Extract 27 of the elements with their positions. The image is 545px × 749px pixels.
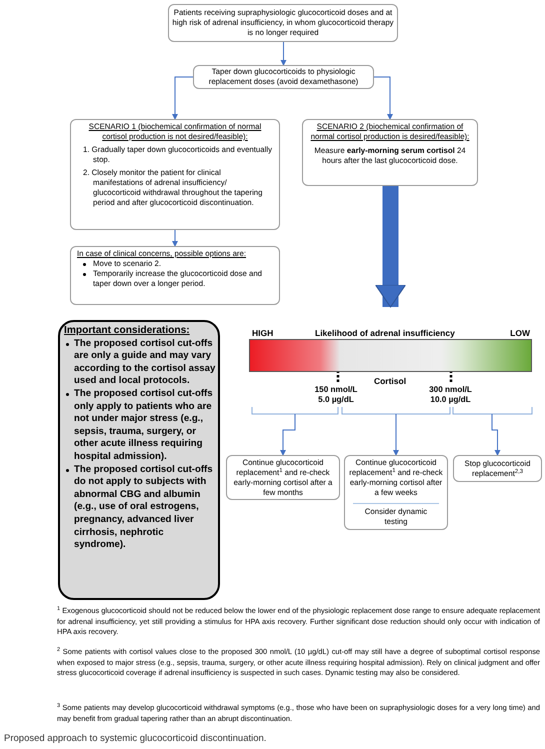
threshold-label: 150 nmol/L 5.0 µg/dL bbox=[314, 385, 358, 405]
scenario-box bbox=[70, 119, 280, 230]
scale-end-label: LOW bbox=[510, 329, 530, 338]
process-box bbox=[453, 455, 542, 482]
options-box bbox=[70, 246, 280, 305]
scale-end-label: HIGH bbox=[252, 329, 274, 338]
axis-label: Cortisol bbox=[372, 377, 408, 386]
arrow bbox=[280, 414, 296, 456]
process-box bbox=[226, 455, 340, 500]
arrow bbox=[172, 76, 194, 120]
arrow bbox=[280, 42, 286, 66]
block-arrow bbox=[375, 186, 406, 308]
scale-title: Likelihood of adrenal insufficiency bbox=[315, 329, 455, 338]
bullet-text: The proposed cortisol cut-offs only apply to patients who are not under major stress (e.g., sepsis, trauma, surgery, or other acute illness requiring hospital admission). bbox=[74, 388, 214, 464]
note-panel bbox=[58, 320, 220, 600]
threshold-label: 300 nmol/L 10.0 µg/dL bbox=[428, 385, 473, 405]
panel-heading: Important considerations: bbox=[64, 325, 191, 338]
bullet-text: The proposed cortisol cut-offs do not apply to subjects with abnormal CBG and albumin (e.g., use of oral estrogens, pregnancy, advanced liver cirrhosis, nephrotic syndrome). bbox=[74, 464, 214, 552]
caption: Proposed approach to systemic glucocorticoid discontinuation. bbox=[4, 732, 266, 746]
arrow bbox=[172, 230, 178, 247]
arrow bbox=[492, 414, 500, 456]
bullet-text: The proposed cortisol cut-offs are only a guide and may vary according to the cortisol assay used and local protocols. bbox=[74, 338, 216, 388]
scenario-box bbox=[302, 119, 478, 186]
outcome-box bbox=[344, 455, 448, 530]
arrow bbox=[374, 76, 393, 120]
arrow bbox=[393, 414, 399, 456]
process-box bbox=[193, 65, 374, 89]
